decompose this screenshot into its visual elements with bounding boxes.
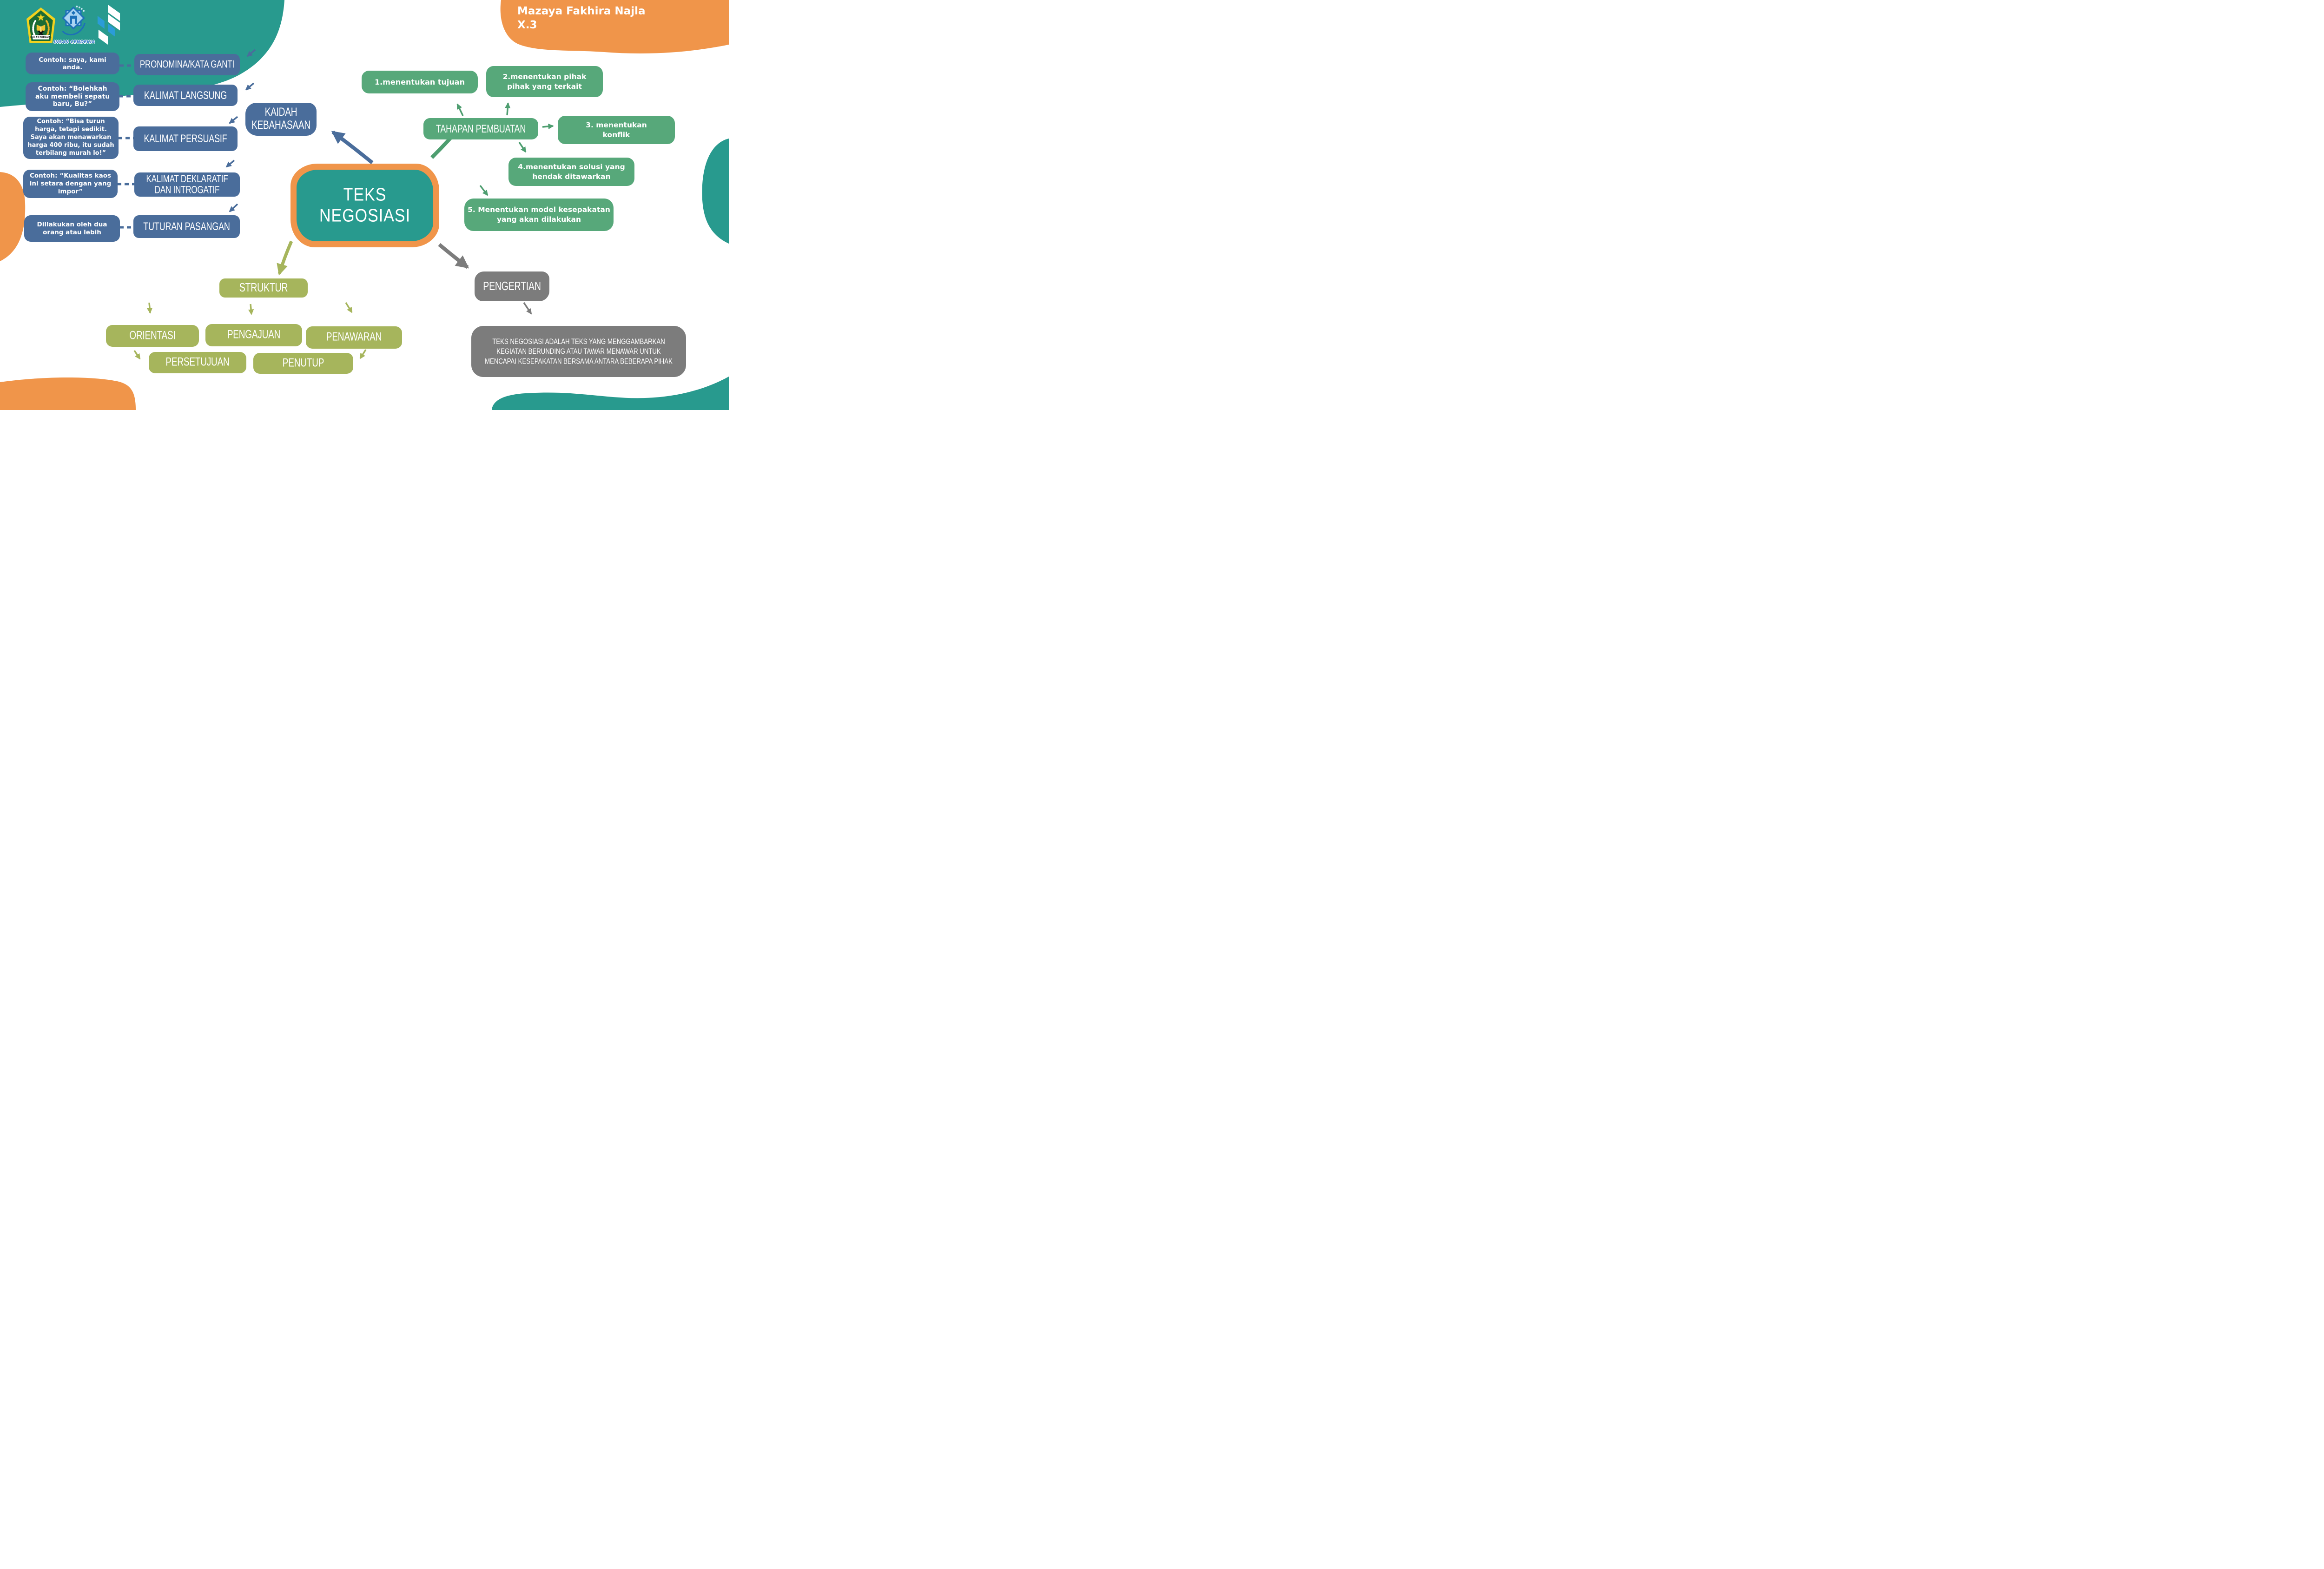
kaidah-title: KAIDAH KEBAHASAAN <box>251 106 310 132</box>
pengertian-node: PENGERTIAN <box>475 271 549 301</box>
keyword-box-tuturan-pasangan: TUTURAN PASANGAN <box>133 215 240 238</box>
struktur-part-orientasi: ORIENTASI <box>106 325 199 347</box>
keyword-box-kalimat-deklaratif: KALIMAT DEKLARATIF DAN INTROGATIF <box>134 172 240 197</box>
keyword-box-kalimat-langsung: KALIMAT LANGSUNG <box>133 85 238 106</box>
kemenag-motto-text: IKHLAS BERAMAL <box>30 36 52 39</box>
tahapan-title: TAHAPAN PEMBUATAN <box>436 122 526 135</box>
example-box-kalimat-persuasif: Contoh: “Bisa turun harga, tetapi sediki… <box>23 117 119 159</box>
example-text: Contoh: “Bisa turun harga, tetapi sediki… <box>27 118 114 157</box>
example-box-pronomina: Contoh: saya, kami anda. <box>26 53 119 74</box>
step-text: 1.menentukan tujuan <box>375 78 465 86</box>
center-topic-border: TEKS NEGOSIASI <box>290 164 439 247</box>
keyword-label: PRONOMINA/KATA GANTI <box>139 58 235 70</box>
example-text: Contoh: “Bolehkah aku membeli sepatu bar… <box>35 85 110 108</box>
tahapan-node: TAHAPAN PEMBUATAN <box>423 118 538 139</box>
edge-blob-left <box>0 172 26 261</box>
example-box-kalimat-langsung: Contoh: “Bolehkah aku membeli sepatu bar… <box>26 82 119 111</box>
struktur-part-pengajuan: PENGAJUAN <box>205 324 302 346</box>
example-text: Contoh: “Kualitas kaos ini setara dengan… <box>29 172 112 195</box>
part-label: PERSETUJUAN <box>165 356 230 369</box>
step-text: 2.menentukan pihak pihak yang terkait <box>502 72 587 91</box>
pengertian-definition: TEKS NEGOSIASI ADALAH TEKS YANG MENGGAMB… <box>485 337 673 366</box>
struktur-node: STRUKTUR <box>219 278 308 298</box>
school-mark-logo <box>97 5 120 45</box>
example-box-tuturan-pasangan: Dillakukan oleh dua orang atau lebih <box>24 215 120 242</box>
author-class: X.3 <box>517 19 537 31</box>
keyword-label: KALIMAT DEKLARATIF DAN INTROGATIF <box>146 173 228 196</box>
author-name: Mazaya Fakhira Najla <box>517 5 646 17</box>
step-text: 3. menentukan konflik <box>586 120 647 139</box>
insan-cendekia-label: INSAN CENDEKIA <box>53 40 95 45</box>
keyword-box-kalimat-persuasif: KALIMAT PERSUASIF <box>133 126 238 151</box>
kaidah-node: KAIDAH KEBAHASAAN <box>245 103 317 136</box>
center-topic-label: TEKS NEGOSIASI <box>319 185 411 226</box>
keyword-box-pronomina: PRONOMINA/KATA GANTI <box>134 54 240 75</box>
center-topic: TEKS NEGOSIASI <box>297 170 433 241</box>
part-label: PENAWARAN <box>326 331 382 344</box>
step-text: 5. Menentukan model kesepakatan yang aka… <box>468 205 610 224</box>
example-text: Dillakukan oleh dua orang atau lebih <box>37 220 107 236</box>
pengertian-definition-box: TEKS NEGOSIASI ADALAH TEKS YANG MENGGAMB… <box>471 326 686 377</box>
struktur-part-penawaran: PENAWARAN <box>306 326 402 349</box>
struktur-part-penutup: PENUTUP <box>253 353 353 374</box>
kemenag-logo: IKHLAS BERAMAL <box>26 7 56 43</box>
keyword-label: KALIMAT PERSUASIF <box>144 132 227 145</box>
step-text: 4.menentukan solusi yang hendak ditawark… <box>518 162 625 181</box>
pengertian-title: PENGERTIAN <box>483 279 541 293</box>
mindmap-poster: IKHLAS BERAMAL INSAN CENDEKIA Mazaya Fak… <box>0 0 729 410</box>
struktur-part-persetujuan: PERSETUJUAN <box>149 352 246 373</box>
corner-blob-bottom-left <box>0 377 136 410</box>
keyword-label: KALIMAT LANGSUNG <box>144 89 227 101</box>
part-label: PENUTUP <box>282 356 324 370</box>
tahapan-step-3: 3. menentukan konflik <box>558 116 675 144</box>
insan-cendekia-logo <box>62 6 86 36</box>
tahapan-step-4: 4.menentukan solusi yang hendak ditawark… <box>508 158 634 186</box>
example-box-kalimat-deklaratif: Contoh: “Kualitas kaos ini setara dengan… <box>23 170 118 198</box>
author-block: Mazaya Fakhira Najla X.3 <box>517 5 717 33</box>
keyword-label: TUTURAN PASANGAN <box>143 220 230 233</box>
tahapan-step-1: 1.menentukan tujuan <box>362 71 478 93</box>
part-label: ORIENTASI <box>129 329 176 342</box>
edge-blob-right <box>702 139 729 244</box>
tahapan-step-2: 2.menentukan pihak pihak yang terkait <box>486 66 603 97</box>
corner-blob-top-right <box>500 0 729 53</box>
tahapan-step-5: 5. Menentukan model kesepakatan yang aka… <box>464 199 614 231</box>
example-text: Contoh: saya, kami anda. <box>39 56 106 71</box>
part-label: PENGAJUAN <box>227 328 281 342</box>
corner-blob-bottom-right <box>492 377 729 410</box>
struktur-title: STRUKTUR <box>239 281 288 295</box>
